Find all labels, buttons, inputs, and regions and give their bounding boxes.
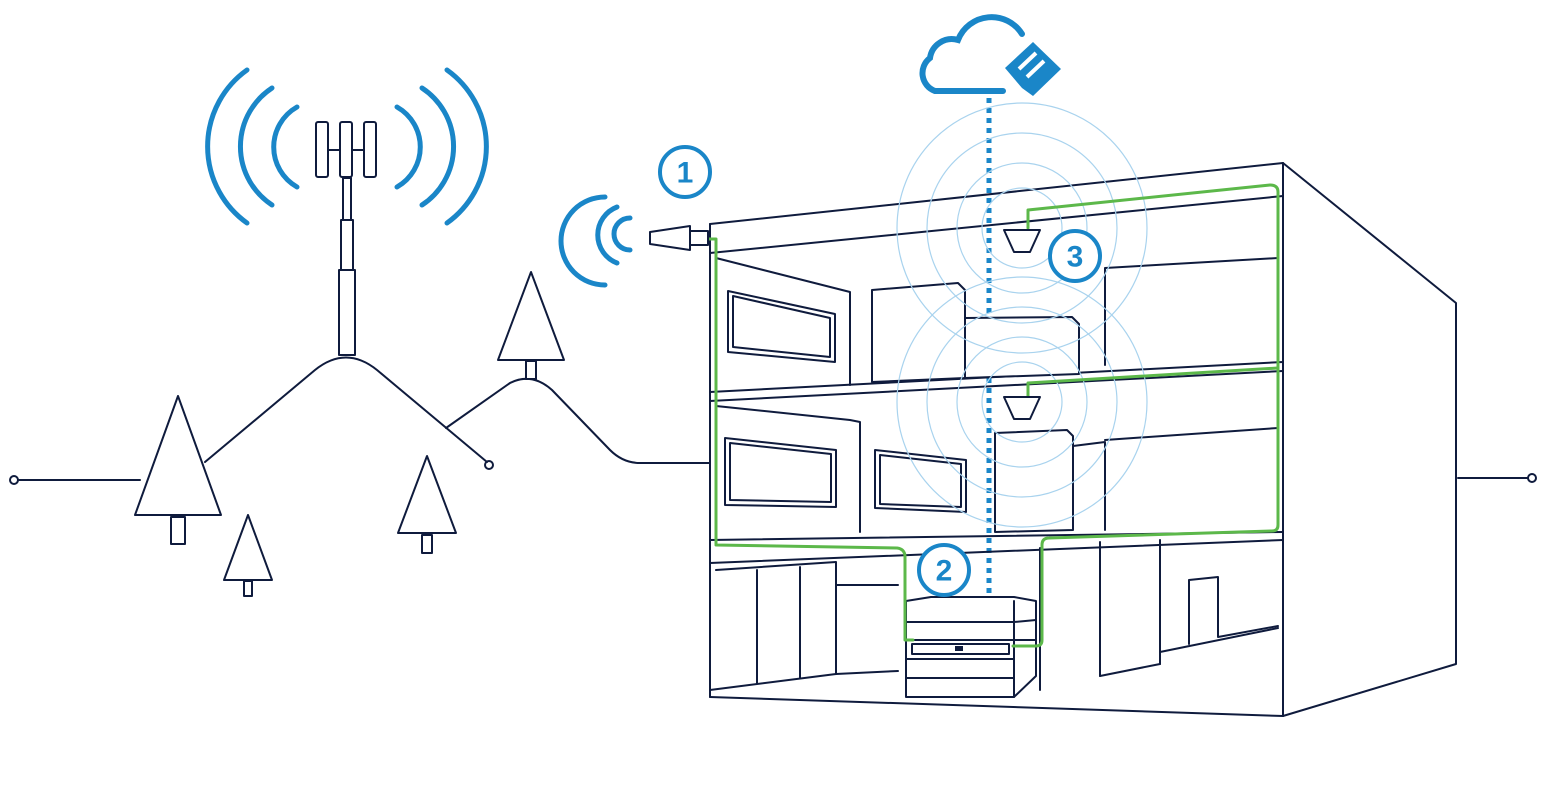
hill-endpoint <box>484 460 494 470</box>
marker-2-label: 2 <box>936 555 953 588</box>
coverage-ripples-middle <box>896 276 1148 528</box>
outdoor-antenna-signal-waves <box>558 194 633 288</box>
tree-icon <box>134 395 222 545</box>
indoor-antenna-middle <box>1003 396 1041 420</box>
marker-1: 1 <box>658 145 712 199</box>
coax-cable <box>706 183 1280 648</box>
tower-signal-waves <box>205 67 489 226</box>
outdoor-antenna <box>649 225 709 251</box>
house-roof-line <box>709 162 1284 225</box>
floor2-line-b <box>709 370 1284 402</box>
ceiling-line <box>709 195 1284 254</box>
house-side-wall <box>1282 162 1457 717</box>
booster-unit <box>905 596 1037 698</box>
cell-tower-icon <box>315 121 377 356</box>
marker-3-label: 3 <box>1067 241 1084 274</box>
coverage-ripples-top <box>896 102 1148 354</box>
indoor-antenna-top <box>1003 229 1041 253</box>
marker-2: 2 <box>917 543 971 597</box>
hill-small <box>445 377 711 464</box>
hill-large <box>204 356 488 463</box>
floor1-line-b <box>709 539 1284 564</box>
coax-cable-branch <box>1026 366 1280 398</box>
cloud-icon <box>919 14 1061 96</box>
tree-icon <box>397 455 457 554</box>
tree-icon <box>223 514 273 597</box>
ground-endpoint-right <box>1527 473 1537 483</box>
landscape <box>9 356 1537 485</box>
ground-endpoint-left <box>9 475 19 485</box>
marker-3: 3 <box>1048 229 1102 283</box>
house <box>709 162 1457 717</box>
marker-1-label: 1 <box>677 157 694 190</box>
house-base <box>709 696 1284 717</box>
tree-icon <box>497 271 565 380</box>
